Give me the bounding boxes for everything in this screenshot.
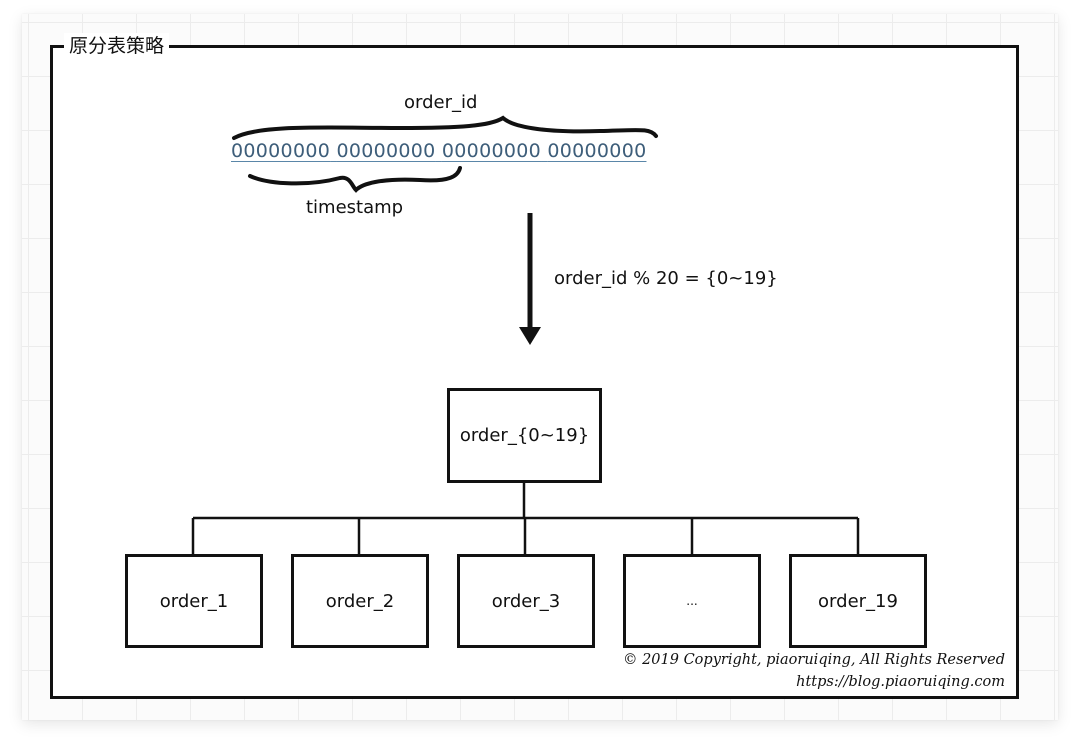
order-id-label: order_id (404, 92, 478, 113)
child-table-box: order_19 (789, 554, 927, 648)
copyright-url: https://blog.piaoruiqing.com (796, 674, 1005, 690)
parent-table-label: order_{0~19} (459, 425, 590, 446)
child-table-box: order_3 (457, 554, 595, 648)
bit-group: 00000000 (441, 140, 542, 162)
parent-table-box: order_{0~19} (447, 388, 602, 483)
modulo-label: order_id % 20 = {0~19} (554, 268, 778, 289)
child-table-box: order_2 (291, 554, 429, 648)
timestamp-brace (248, 166, 462, 193)
copyright-line: © 2019 Copyright, piaoruiqing, All Right… (622, 652, 1005, 668)
arrow-head (519, 327, 541, 345)
timestamp-label: timestamp (306, 197, 404, 218)
bit-group: 00000000 (231, 140, 331, 162)
child-table-label: order_1 (159, 590, 229, 612)
bit-group: 00000000 (336, 140, 436, 162)
order-id-bits: 00000000 00000000 00000000 00000000 (231, 140, 656, 162)
child-table-box: order_1 (125, 554, 263, 648)
child-table-label: order_3 (491, 590, 561, 612)
order-id-brace (232, 115, 658, 140)
frame-title: 原分表策略 (64, 33, 170, 59)
child-table-label: ... (686, 594, 698, 608)
bit-group: 00000000 (547, 140, 647, 162)
child-table-label: order_2 (325, 590, 395, 612)
copyright-notice: © 2019 Copyright, piaoruiqing, All Right… (623, 649, 1005, 693)
child-table-label: order_19 (818, 590, 898, 612)
child-table-box: ... (623, 554, 761, 648)
